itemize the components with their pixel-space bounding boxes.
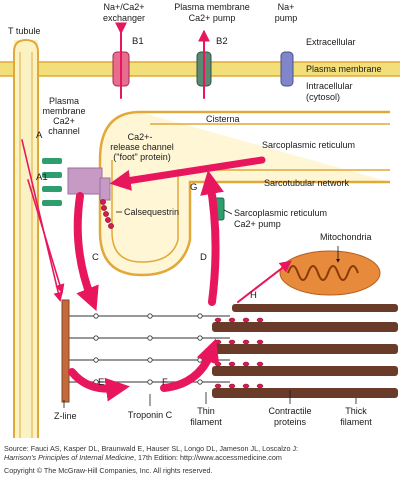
letter-a1: A1	[36, 172, 48, 183]
pm-ca-channels	[42, 158, 62, 206]
arrow-a1	[27, 179, 65, 294]
source-line-1: Source: Fauci AS, Kasper DL, Braunwald E…	[4, 444, 299, 453]
label-release-l3: ("foot" protein)	[113, 152, 170, 162]
letter-b1: B1	[132, 36, 144, 47]
label-troponin-c: Troponin C	[128, 410, 173, 420]
copyright-line: Copyright © The McGraw-Hill Companies, I…	[4, 466, 398, 475]
label-thin-filament-l2: filament	[190, 417, 222, 427]
na-pump	[280, 51, 294, 87]
arrow-h	[237, 260, 292, 303]
label-z-line: Z-line	[54, 411, 77, 421]
letter-c: C	[92, 252, 99, 263]
sarcoplasmic-reticulum	[98, 110, 390, 277]
label-pm-pump-l2: Ca2+ pump	[189, 13, 236, 23]
source-edition-url: , 17th Edition: http://www.accessmedicin…	[134, 453, 282, 462]
label-pm-channel-l3: Ca2+	[53, 116, 75, 126]
label-intracellular-l2: (cytosol)	[306, 92, 340, 102]
arrow-a	[21, 139, 63, 302]
label-sr-pump-l1: Sarcoplasmic reticulum	[234, 208, 327, 218]
arrow-d	[200, 170, 224, 306]
label-release-l2: release channel	[110, 142, 174, 152]
source-citation: Source: Fauci AS, Kasper DL, Braunwald E…	[4, 444, 398, 462]
letter-e: E	[98, 377, 104, 388]
label-na-pump-l1: Na+	[278, 2, 295, 12]
label-t-tubule: T tubule	[8, 26, 40, 36]
label-pm-pump-l1: Plasma membrane	[174, 2, 250, 12]
filaments	[69, 304, 398, 398]
calsequestrin-beads	[100, 199, 114, 229]
label-contractile-l2: proteins	[274, 417, 307, 427]
letter-b2: B2	[216, 36, 228, 47]
letter-d: D	[200, 252, 207, 263]
mitochondrion	[279, 250, 381, 296]
troponin-dots	[93, 313, 203, 385]
copyright-text: Copyright © The McGraw-Hill Companies, I…	[4, 466, 213, 475]
label-thin-filament-l1: Thin	[197, 406, 215, 416]
label-thick-filament-l2: filament	[340, 417, 372, 427]
thin-filaments	[69, 315, 230, 383]
letter-g: G	[190, 182, 197, 193]
label-cisterna: Cisterna	[206, 114, 240, 124]
arrow-g	[109, 156, 266, 191]
label-pm-channel-l2: membrane	[42, 106, 85, 116]
label-sr-pump-l2: Ca2+ pump	[234, 219, 281, 229]
label-contractile-l1: Contractile	[268, 406, 311, 416]
label-extracellular: Extracellular	[306, 37, 356, 47]
label-intracellular-l1: Intracellular	[306, 81, 353, 91]
letter-h: H	[250, 290, 257, 301]
myosin-heads	[214, 317, 264, 389]
label-pm-channel-l4: channel	[48, 126, 80, 136]
foot-protein	[67, 167, 111, 201]
pointer-lines	[63, 209, 357, 408]
label-sarcoplasmic-reticulum: Sarcoplasmic reticulum	[262, 140, 355, 150]
label-exchanger-l2: exchanger	[103, 13, 145, 23]
label-thick-filament-l1: Thick	[345, 406, 367, 416]
label-plasma-membrane: Plasma membrane	[306, 64, 382, 74]
label-pm-channel-l1: Plasma	[49, 96, 79, 106]
label-exchanger-l1: Na+/Ca2+	[103, 2, 144, 12]
arrow-f	[160, 338, 220, 392]
thick-filaments	[212, 304, 398, 398]
arrow-c	[73, 192, 99, 312]
arrow-e	[68, 368, 130, 402]
label-calsequestrin: Calsequestrin	[124, 207, 179, 217]
letter-a: A	[36, 130, 43, 141]
calcium-handling-diagram: T tubule Na+/Ca2+ exchanger Plasma membr…	[0, 2, 400, 438]
letter-f: F	[162, 377, 168, 388]
label-sarcotubular-network: Sarcotubular network	[264, 178, 350, 188]
z-line	[61, 299, 70, 403]
label-na-pump-l2: pump	[275, 13, 298, 23]
label-mitochondria: Mitochondria	[320, 232, 372, 242]
t-tubule	[13, 38, 39, 438]
label-release-l1: Ca2+-	[128, 132, 153, 142]
source-book-title: Harrison's Principles of Internal Medici…	[4, 453, 135, 462]
calcium-arrows	[21, 22, 292, 402]
